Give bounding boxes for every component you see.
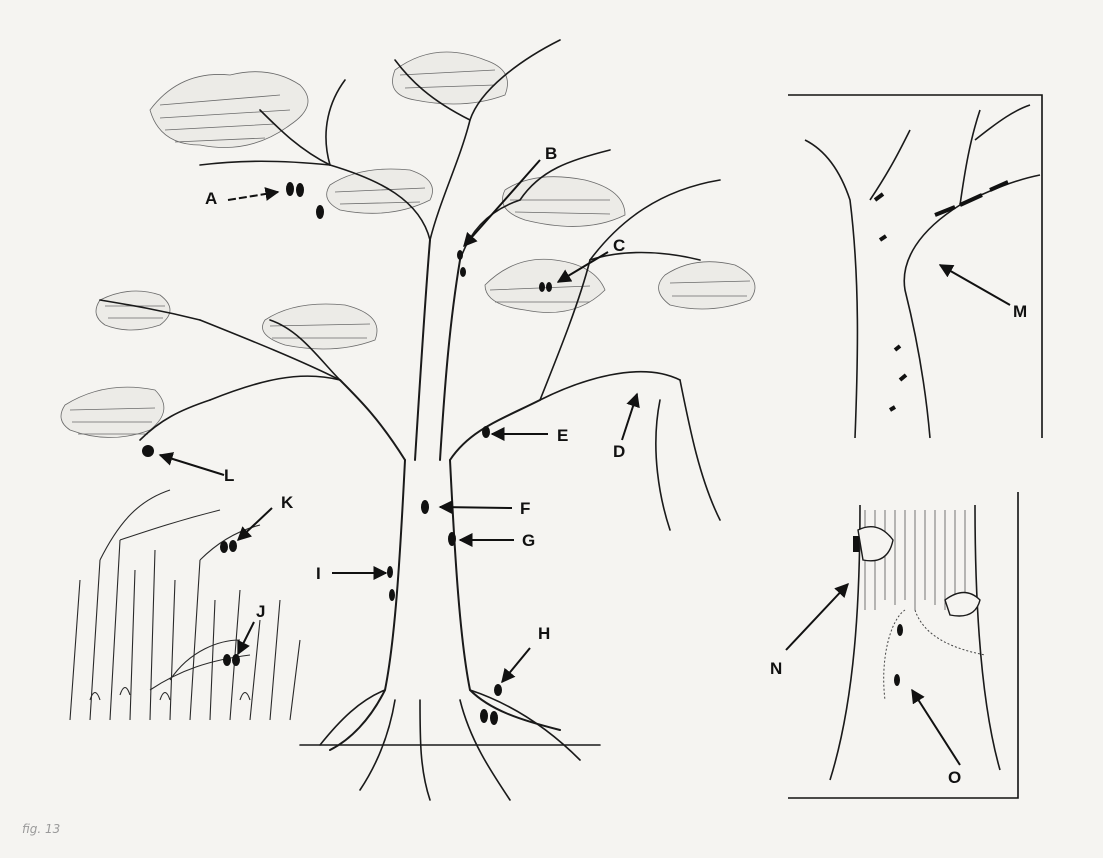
label-o: O	[948, 769, 961, 786]
label-d: D	[613, 443, 625, 460]
label-m: M	[1013, 303, 1027, 320]
label-n: N	[770, 660, 782, 677]
foliage	[61, 52, 755, 438]
label-h: H	[538, 625, 550, 642]
label-b: B	[545, 145, 557, 162]
tree-roots	[300, 690, 600, 800]
inset-panel-upper	[788, 95, 1042, 438]
label-k: K	[281, 494, 293, 511]
label-c: C	[613, 237, 625, 254]
egg-clusters	[142, 182, 552, 725]
label-a: A	[205, 190, 217, 207]
label-e: E	[557, 427, 568, 444]
label-i: I	[316, 565, 321, 582]
undergrowth	[70, 490, 300, 720]
inset-panel-lower	[788, 492, 1018, 798]
label-j: J	[256, 603, 265, 620]
label-arrows	[160, 160, 1010, 765]
label-f: F	[520, 500, 530, 517]
label-l: L	[224, 467, 234, 484]
figure-caption: fig. 13	[22, 822, 60, 836]
label-g: G	[522, 532, 535, 549]
